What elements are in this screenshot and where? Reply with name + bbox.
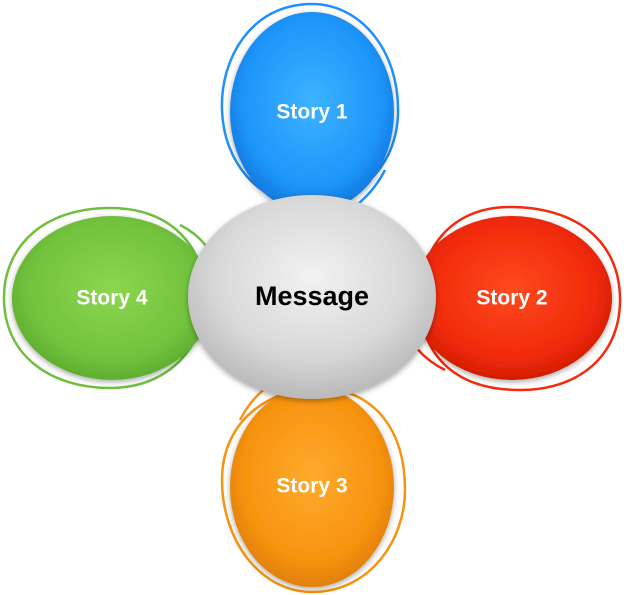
story-3-ellipse (230, 387, 394, 587)
story-3-label: Story 3 (276, 475, 347, 498)
story-1-label: Story 1 (276, 101, 348, 124)
story-4-node: Story 4 (2, 206, 223, 390)
message-node: Message (188, 195, 436, 399)
story-1-ellipse (230, 12, 394, 212)
message-ellipse (188, 195, 436, 399)
message-label: Message (255, 281, 369, 311)
story-2-ellipse (412, 216, 612, 380)
story-4-label: Story 4 (76, 287, 148, 310)
story-3-node: Story 3 (220, 372, 407, 594)
story-2-label: Story 2 (476, 287, 547, 310)
story-1-node: Story 1 (220, 2, 400, 220)
story-4-ellipse (12, 216, 212, 380)
